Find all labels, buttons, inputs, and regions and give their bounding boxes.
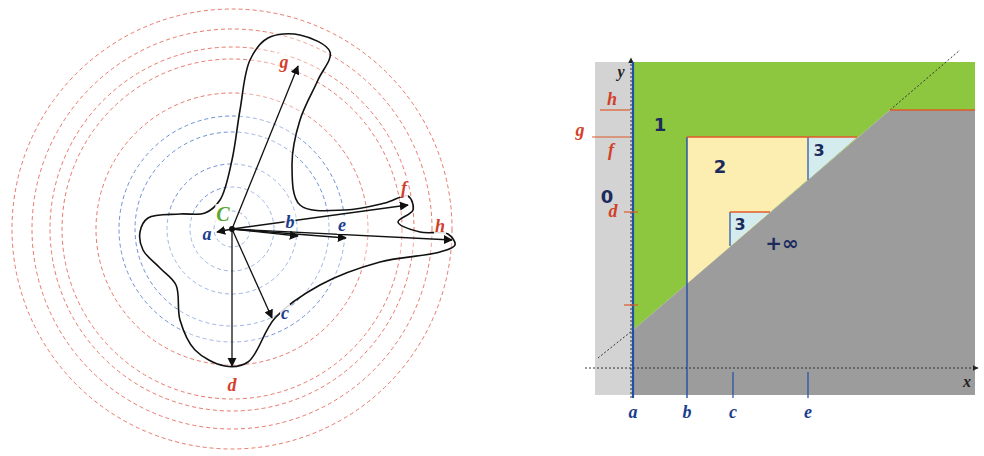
shape-outline bbox=[140, 34, 455, 367]
region-number: 3 bbox=[813, 143, 824, 159]
level-circle bbox=[135, 132, 329, 326]
radius-arrow bbox=[232, 66, 298, 229]
region-number: 3 bbox=[734, 217, 745, 233]
point-label: e bbox=[337, 216, 347, 234]
radius-arrow bbox=[231, 229, 232, 366]
region-number: +∞ bbox=[765, 233, 798, 253]
point-label: h bbox=[434, 217, 446, 235]
region-fill bbox=[633, 110, 975, 395]
center-dot bbox=[229, 226, 235, 232]
region-number: 2 bbox=[714, 158, 727, 176]
radius-arrow bbox=[217, 229, 232, 232]
level-circle bbox=[96, 93, 368, 365]
level-circle bbox=[12, 9, 452, 449]
level-circle bbox=[50, 47, 414, 411]
point-label: b bbox=[285, 213, 296, 231]
level-circle bbox=[62, 59, 402, 399]
axis-label: y bbox=[616, 64, 625, 80]
axis-label: e bbox=[803, 403, 813, 421]
point-label: g bbox=[279, 53, 290, 71]
axis-label: g bbox=[575, 121, 586, 139]
level-circle bbox=[119, 116, 345, 342]
axis-label: x bbox=[962, 374, 972, 390]
level-circle bbox=[32, 29, 432, 429]
radius-arrow bbox=[232, 205, 408, 229]
axis-label: a bbox=[628, 403, 639, 421]
radius-arrow bbox=[232, 229, 272, 318]
point-label: C bbox=[215, 204, 230, 224]
region: 0 bbox=[595, 62, 633, 395]
region: +∞ bbox=[633, 110, 975, 395]
point-label: f bbox=[400, 179, 408, 197]
point-label: d bbox=[227, 376, 238, 394]
point-label: a bbox=[202, 225, 213, 243]
axis-label: h bbox=[606, 90, 618, 108]
axis-label: c bbox=[728, 403, 738, 421]
region-shape bbox=[595, 62, 633, 395]
region-number: 1 bbox=[654, 116, 667, 134]
level-circle bbox=[190, 187, 274, 271]
axis-label: b bbox=[682, 403, 693, 421]
point-label: c bbox=[280, 304, 290, 322]
axis-label: f bbox=[607, 141, 615, 159]
level-circle bbox=[167, 164, 297, 294]
region-fill bbox=[595, 62, 633, 395]
axis-label: d bbox=[608, 202, 619, 220]
region-shape bbox=[633, 110, 975, 395]
